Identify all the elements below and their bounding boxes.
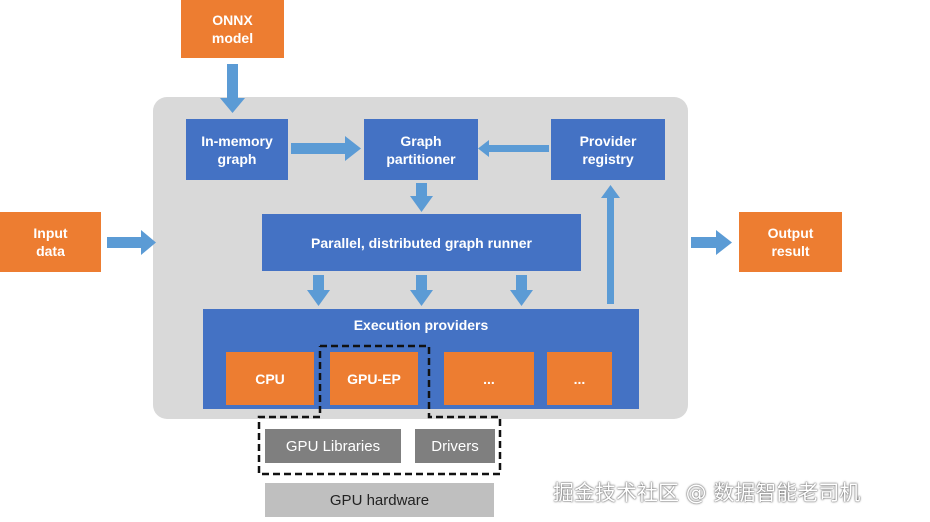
gpu-hardware-box: GPU hardware [265,483,494,517]
arrow-runner-to-ep-1 [307,275,330,306]
onnx-model-box: ONNX model [181,0,284,58]
arrow-runner-to-ep-2 [410,275,433,306]
gpu-ep-dashed-outline [257,344,502,476]
gpu-libraries-box: GPU Libraries [265,429,401,463]
arrow-input-to-runtime [107,230,156,255]
provider-more-box-1: ... [444,352,534,405]
arrow-registry-to-partitioner [478,140,549,157]
graph-partitioner-box: Graph partitioner [364,119,478,180]
output-result-box: Output result [739,212,842,272]
arrow-graph-to-partitioner [291,136,361,161]
arrow-ep-to-registry [601,185,620,304]
arrow-runner-to-ep-3 [510,275,533,306]
watermark-text: 掘金技术社区 @ 数据智能老司机 [553,481,861,505]
provider-more-box-2: ... [547,352,612,405]
arrow-partitioner-to-runner [410,183,433,212]
drivers-box: Drivers [415,429,495,463]
input-data-box: Input data [0,212,101,272]
execution-providers-title: Execution providers [353,317,489,333]
provider-registry-box: Provider registry [551,119,665,180]
provider-cpu-box: CPU [226,352,314,405]
arrow-runtime-to-output [691,230,732,255]
graph-runner-box: Parallel, distributed graph runner [262,214,581,271]
provider-gpu-ep-box: GPU-EP [330,352,418,405]
arrow-model-to-graph [220,64,245,113]
in-memory-graph-box: In-memory graph [186,119,288,180]
